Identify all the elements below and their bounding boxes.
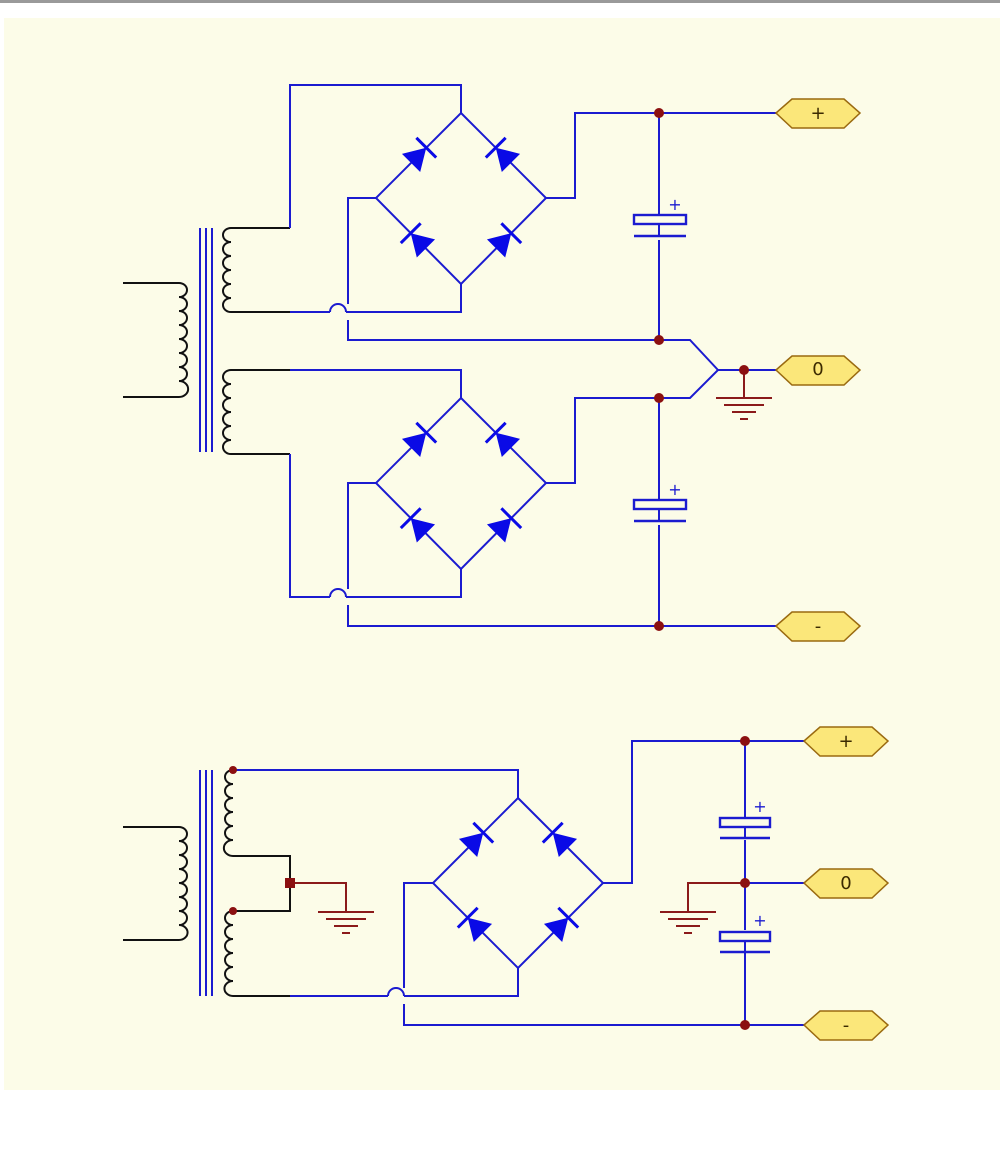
capacitor-icon: + [632, 480, 688, 523]
port-bottom-zero: 0 [802, 868, 890, 899]
transformer-top-secondary-1 [222, 227, 290, 313]
top-bridge-2-wires [289, 369, 776, 627]
diode-icon [456, 906, 493, 943]
port-top-zero-label: 0 [812, 359, 823, 380]
port-top-plus: + [774, 98, 862, 129]
diode-icon [399, 507, 436, 543]
diodes [399, 136, 580, 943]
port-top-minus: - [774, 611, 862, 642]
top-bridge-1-wires [289, 84, 776, 371]
port-bottom-zero-label: 0 [840, 873, 851, 894]
diode-icon [486, 222, 523, 258]
diode-icon [486, 507, 523, 543]
ground-icon [660, 882, 745, 934]
diode-icon [543, 906, 580, 943]
capacitor-icon: + [632, 195, 688, 238]
capacitor-plus-label: + [668, 195, 681, 214]
diode-icon [399, 222, 436, 258]
diode-icon [401, 136, 438, 173]
transformer-top-core [199, 228, 213, 452]
transformer-bottom-primary [123, 826, 189, 941]
port-top-plus-label: + [810, 103, 825, 124]
diode-icon [484, 421, 521, 458]
junction-dots [654, 108, 749, 631]
capacitor-plus-label: + [753, 911, 766, 930]
capacitor-plus-label: + [753, 797, 766, 816]
diode-icon [484, 136, 521, 173]
ground-icon [716, 370, 772, 420]
port-bottom-minus: - [802, 1010, 890, 1041]
capacitor-icon: + [718, 911, 772, 954]
port-top-zero: 0 [774, 355, 862, 386]
port-bottom-plus: + [802, 726, 890, 757]
diode-icon [458, 821, 495, 858]
window-top-border [0, 0, 1000, 3]
transformer-bottom-secondary [222, 769, 291, 997]
schematic-background [4, 18, 1000, 1090]
capacitor-icon: + [718, 797, 772, 840]
ground-icon [290, 882, 374, 934]
transformer-top-primary [123, 282, 190, 398]
transformer-top-secondary-2 [222, 369, 290, 455]
capacitor-plus-label: + [668, 480, 681, 499]
bottom-circuit: + + [123, 726, 890, 1041]
junction-dots [229, 736, 750, 1030]
top-circuit: + + + 0 [123, 84, 862, 642]
diode-icon [541, 821, 578, 858]
port-top-minus-label: - [815, 616, 822, 637]
port-bottom-minus-label: - [843, 1015, 850, 1036]
port-bottom-plus-label: + [838, 731, 853, 752]
transformer-bottom-core [199, 770, 213, 996]
diode-icon [401, 421, 438, 458]
